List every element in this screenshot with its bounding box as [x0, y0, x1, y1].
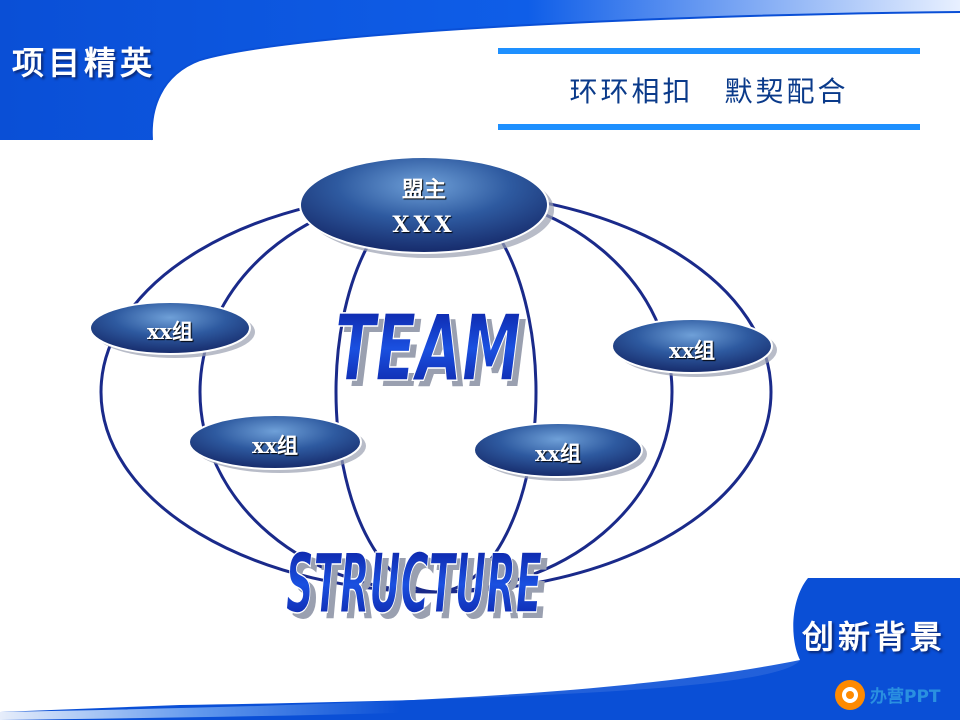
watermark-text: 办营PPT: [870, 687, 941, 707]
leader-node: [299, 156, 549, 254]
group-label-3: xx组: [251, 433, 299, 458]
structure-word: STRUCTURE: [286, 537, 542, 632]
group-label-1: xx组: [146, 319, 194, 344]
footer-band-fade: [0, 660, 800, 720]
structure-word-shadow: STRUCTURE: [292, 543, 548, 638]
team-word-shadow: TEAM: [341, 301, 527, 408]
group-label-2: xx组: [668, 338, 716, 363]
team-word: TEAM: [335, 295, 521, 402]
slogan-text: 环环相扣 默契配合: [569, 75, 849, 108]
slogan-bar-bottom: [498, 124, 920, 130]
group-node-2: [611, 318, 773, 374]
leader-role-label: 盟主: [401, 177, 446, 203]
header-band-edge: [150, 11, 960, 141]
group-node-3: [188, 414, 362, 470]
group-nodes: [89, 301, 777, 481]
page-title: 项目精英: [12, 44, 157, 82]
header-band: [0, 0, 960, 140]
slogan-bar-top: [498, 48, 920, 54]
group-node-1: [89, 301, 251, 355]
footer-title: 创新背景: [801, 618, 946, 656]
group-label-4: xx组: [534, 441, 582, 466]
watermark-logo-icon: [835, 680, 865, 710]
group-node-4: [473, 422, 643, 478]
leader-name-label: XXX: [392, 212, 456, 238]
